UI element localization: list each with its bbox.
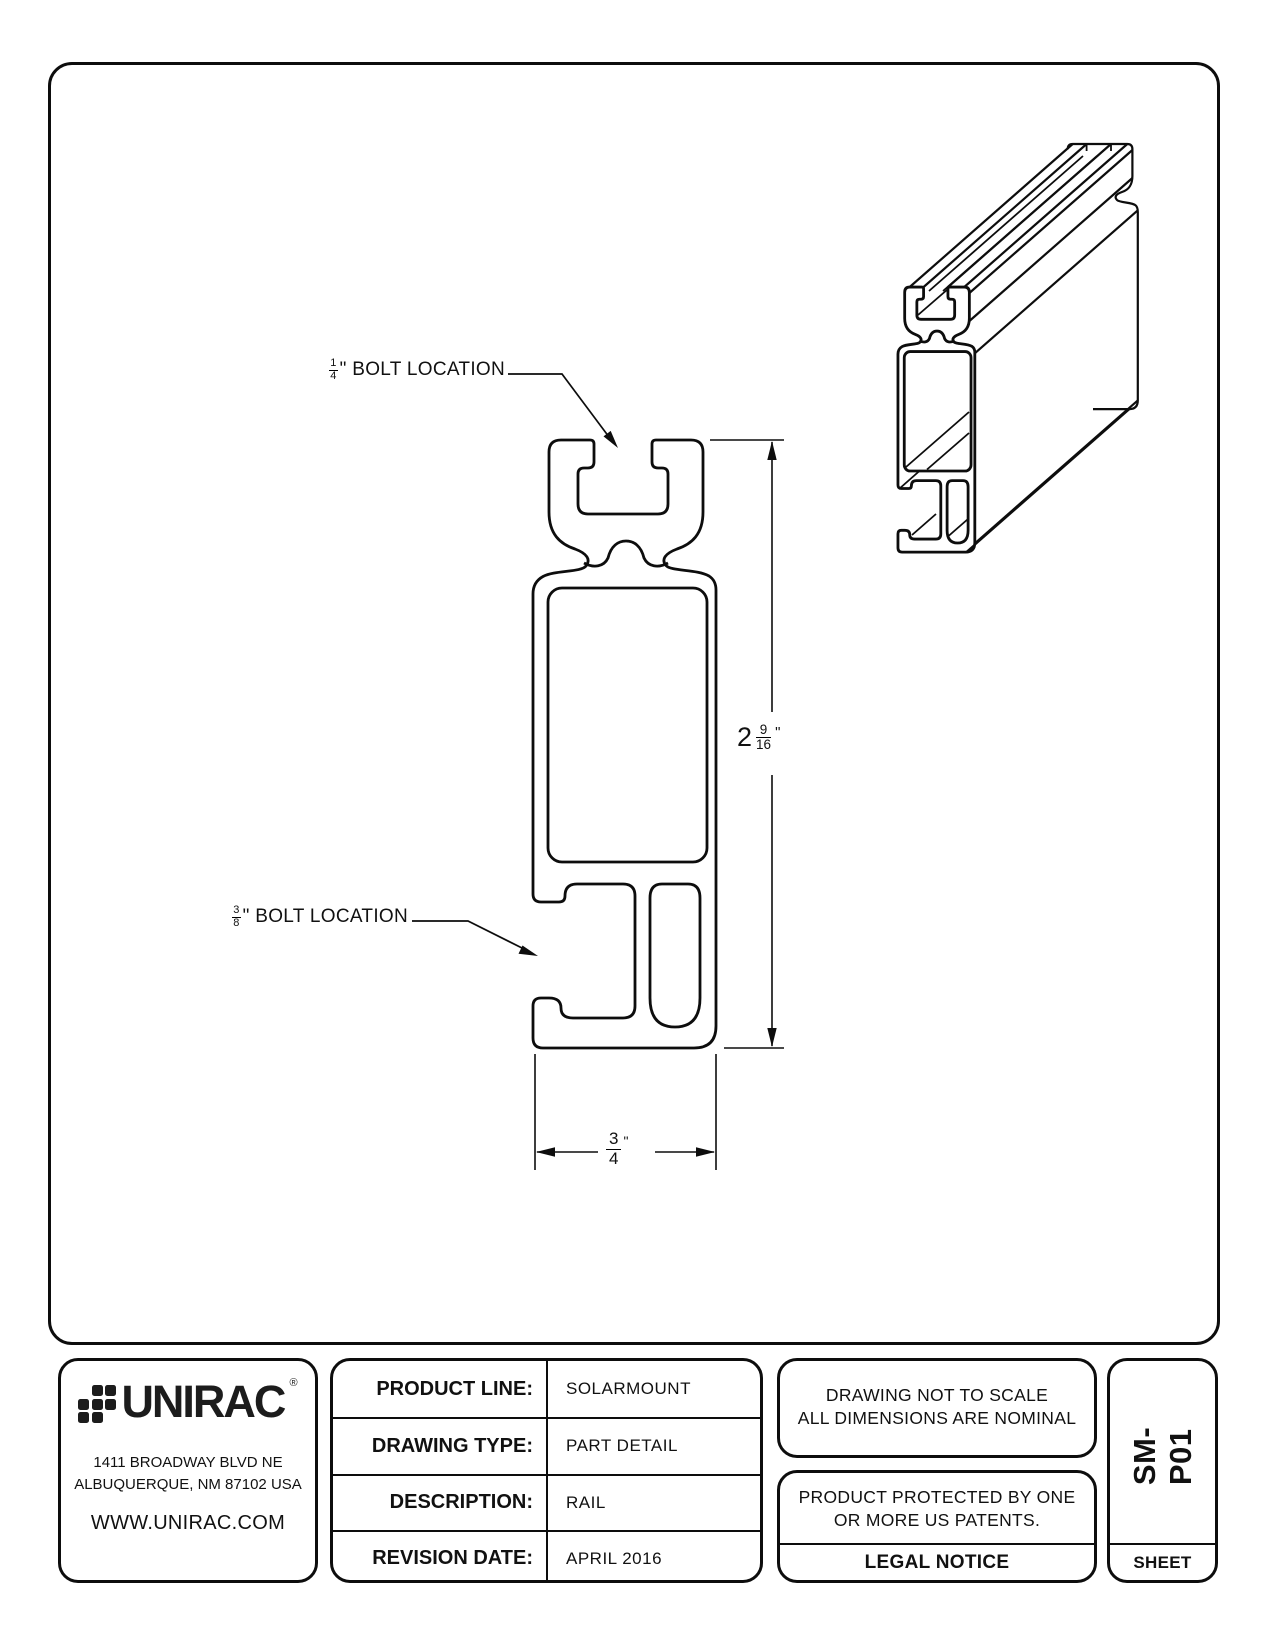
address-line-2: ALBUQUERQUE, NM 87102 USA [74, 1476, 302, 1493]
address-line-1: 1411 BROADWAY BLVD NE [93, 1454, 283, 1471]
company-address: 1411 BROADWAY BLVD NE ALBUQUERQUE, NM 87… [61, 1452, 315, 1496]
main-drawing-area [48, 62, 1220, 1345]
company-panel: UNIRAC ® 1411 BROADWAY BLVD NE ALBUQUERQ… [58, 1358, 318, 1583]
field-value: PART DETAIL [546, 1419, 760, 1474]
sheet-number: SM-P01 [1126, 1426, 1198, 1486]
field-label: DESCRIPTION: [389, 1491, 533, 1514]
scale-notice-box: DRAWING NOT TO SCALE ALL DIMENSIONS ARE … [777, 1358, 1097, 1458]
patent-notice-box: PRODUCT PROTECTED BY ONE OR MORE US PATE… [777, 1470, 1097, 1583]
sheet-box: SM-P01 SHEET [1107, 1358, 1218, 1583]
unirac-logo-icon [78, 1385, 117, 1423]
table-row-product-line: PRODUCT LINE: SOLARMOUNT [333, 1361, 760, 1418]
unirac-logo: UNIRAC ® [61, 1376, 315, 1427]
field-value: APRIL 2016 [546, 1531, 760, 1580]
patent-notice-text: PRODUCT PROTECTED BY ONE OR MORE US PATE… [798, 1487, 1076, 1530]
field-value: SOLARMOUNT [546, 1361, 760, 1418]
table-row-revision-date: REVISION DATE: APRIL 2016 [333, 1529, 760, 1580]
table-row-drawing-type: DRAWING TYPE: PART DETAIL [333, 1417, 760, 1474]
scale-notice-text: DRAWING NOT TO SCALE ALL DIMENSIONS ARE … [797, 1385, 1077, 1428]
field-value: RAIL [546, 1475, 760, 1530]
field-label: REVISION DATE: [372, 1547, 533, 1570]
field-label: DRAWING TYPE: [371, 1434, 533, 1457]
registered-mark: ® [289, 1377, 298, 1389]
sheet-label: SHEET [1110, 1543, 1215, 1580]
legal-notice-label: LEGAL NOTICE [780, 1543, 1094, 1580]
table-row-description: DESCRIPTION: RAIL [333, 1473, 760, 1530]
company-website: WWW.UNIRAC.COM [90, 1512, 286, 1534]
drawing-info-table: PRODUCT LINE: SOLARMOUNT DRAWING TYPE: P… [330, 1358, 763, 1583]
company-name: UNIRAC [121, 1376, 286, 1427]
field-label: PRODUCT LINE: [376, 1377, 533, 1400]
